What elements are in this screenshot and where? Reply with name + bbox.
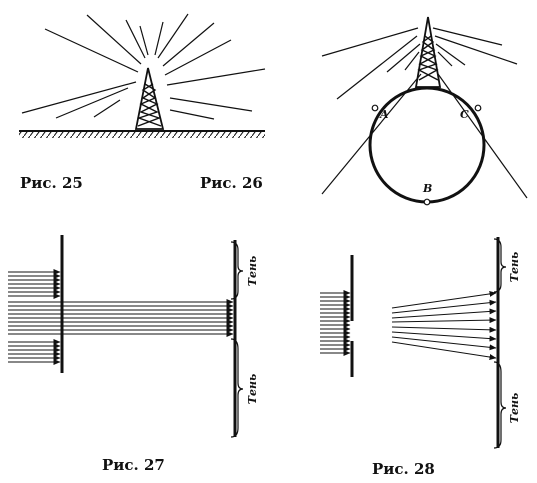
fig27-arrows-lower-left	[8, 339, 61, 365]
fig26-diagram: A C B	[321, 16, 528, 206]
point-b-label: B	[422, 182, 432, 195]
fig27-arrows-upper-left	[8, 269, 61, 299]
point-c-label: C	[460, 108, 469, 121]
fig28-incident-arrows	[320, 290, 351, 356]
fig27-lower-shadow-label: Тень	[246, 374, 259, 404]
fig27-arrows-through	[8, 299, 234, 337]
fig28-diagram: Тень Тень	[320, 237, 521, 449]
fig28-upper-brace	[493, 238, 507, 293]
point-a-label: A	[379, 108, 389, 121]
point-a-marker	[371, 104, 379, 112]
fig25-ground	[19, 130, 265, 138]
fig26-caption: Рис. 26	[200, 174, 263, 192]
point-c-marker	[474, 104, 482, 112]
fig25-diagram	[19, 13, 266, 138]
fig25-caption: Рис. 25	[20, 174, 83, 192]
fig25-rays	[21, 13, 266, 120]
fig28-caption: Рис. 28	[372, 460, 435, 478]
fig26-tower	[414, 16, 442, 88]
fig27-diagram: Тень Тень	[8, 235, 259, 438]
fig27-upper-brace	[230, 241, 244, 300]
fig28-diffracted-arrows	[391, 290, 497, 360]
fig26-rays	[321, 27, 528, 199]
fig28-upper-shadow-label: Тень	[508, 252, 521, 282]
point-b-marker	[423, 198, 431, 206]
fig27-caption: Рис. 27	[102, 456, 165, 474]
fig28-lower-brace	[493, 361, 507, 449]
fig25-tower	[134, 67, 165, 130]
fig28-lower-shadow-label: Тень	[508, 393, 521, 423]
fig27-lower-brace	[230, 338, 244, 438]
fig27-upper-shadow-label: Тень	[246, 256, 259, 286]
